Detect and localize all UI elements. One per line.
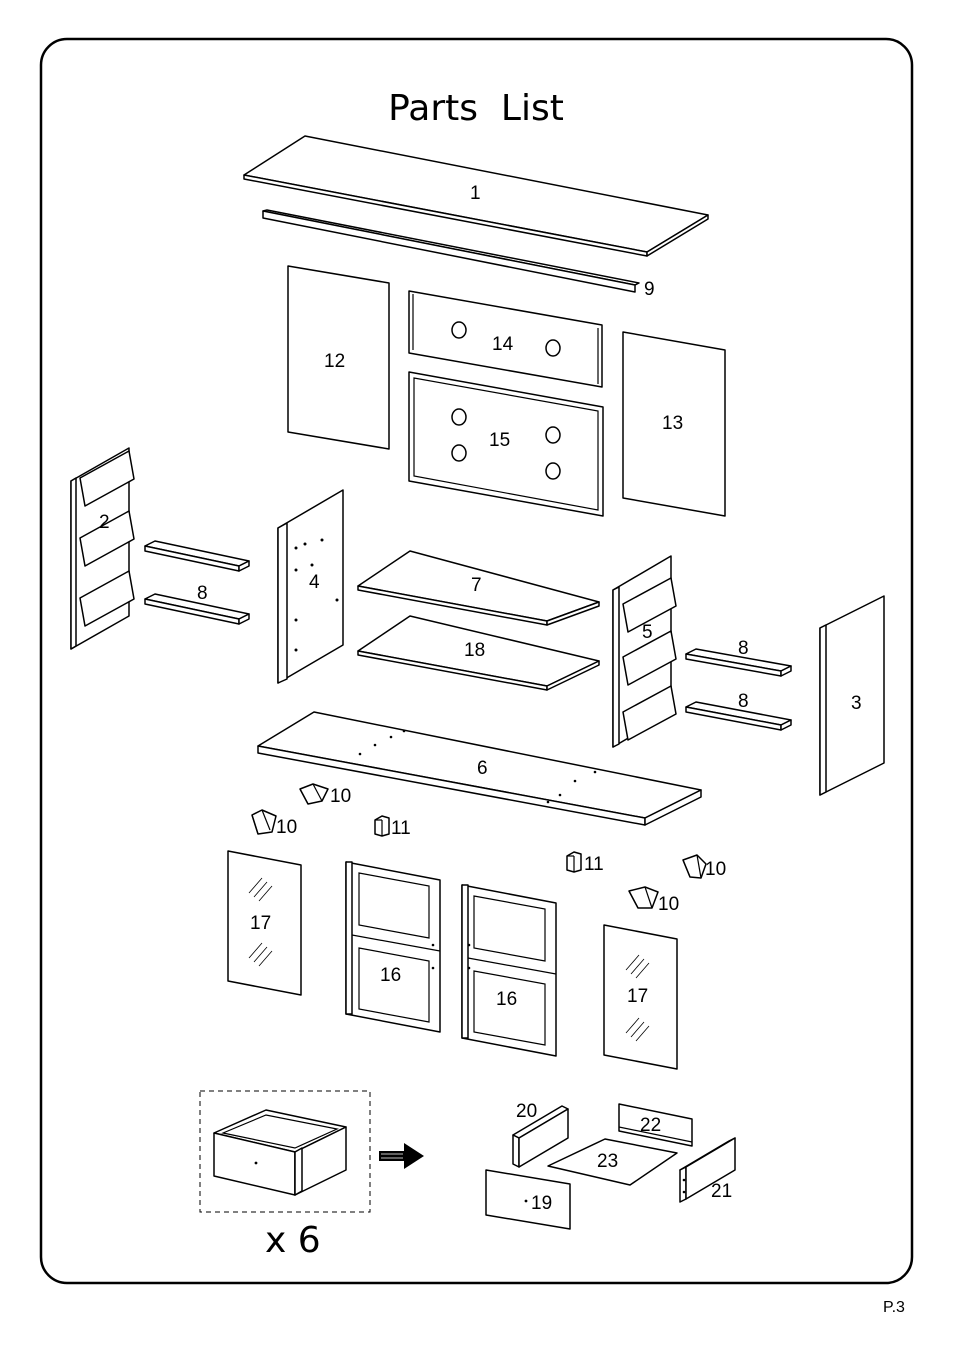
- part-10-foot-d: [629, 887, 658, 908]
- drawer-assembled: [214, 1110, 346, 1195]
- part-21-label: 21: [711, 1181, 732, 1202]
- part-10-label-a: 10: [330, 786, 351, 807]
- part-10-label-c: 10: [705, 859, 726, 880]
- part-19-drawer-front: [486, 1170, 570, 1229]
- part-2-label: 2: [99, 512, 110, 533]
- part-10-foot-a: [300, 784, 328, 804]
- part-11-block-b: [567, 852, 581, 872]
- part-2-side-frame: [71, 448, 134, 649]
- part-17-label-left: 17: [250, 913, 271, 934]
- part-11-label-a: 11: [391, 818, 411, 839]
- part-6-label: 6: [477, 758, 488, 779]
- part-14-label: 14: [492, 334, 514, 355]
- part-12-label: 12: [324, 351, 345, 372]
- part-10-label-b: 10: [276, 817, 297, 838]
- part-16-door-left: [346, 862, 440, 1032]
- part-5-label: 5: [642, 622, 653, 643]
- part-10-label-d: 10: [658, 894, 679, 915]
- part-10-foot-c: [683, 855, 706, 878]
- part-13-label: 13: [662, 413, 683, 434]
- part-15-label: 15: [489, 430, 510, 451]
- part-5-side-frame: [613, 556, 676, 747]
- part-18-label: 18: [464, 640, 485, 661]
- drawer-quantity: x 6: [265, 1220, 321, 1261]
- part-11-block-a: [375, 816, 389, 836]
- part-10-foot-b: [252, 810, 276, 834]
- part-19-label: 19: [531, 1193, 552, 1214]
- part-8-label-right-lower: 8: [738, 691, 749, 712]
- part-20-label: 20: [516, 1101, 537, 1122]
- part-16-door-right: [462, 885, 556, 1056]
- part-23-label: 23: [597, 1151, 618, 1172]
- part-16-label-right: 16: [496, 989, 517, 1010]
- part-1-label: 1: [470, 183, 481, 204]
- arrow-icon: [379, 1143, 424, 1169]
- part-8-label-right-upper: 8: [738, 638, 749, 659]
- page-title: Parts List: [388, 88, 564, 129]
- part-11-label-b: 11: [584, 854, 604, 875]
- part-7-label: 7: [471, 575, 482, 596]
- part-3-label: 3: [851, 693, 862, 714]
- part-16-label-left: 16: [380, 965, 401, 986]
- part-17-label-right: 17: [627, 986, 648, 1007]
- part-4-label: 4: [309, 572, 320, 593]
- part-8-brace-left-upper: [145, 541, 249, 571]
- part-22-label: 22: [640, 1115, 661, 1136]
- part-8-label-left: 8: [197, 583, 208, 604]
- page-number: P.3: [883, 1299, 905, 1316]
- part-9-label: 9: [644, 279, 655, 300]
